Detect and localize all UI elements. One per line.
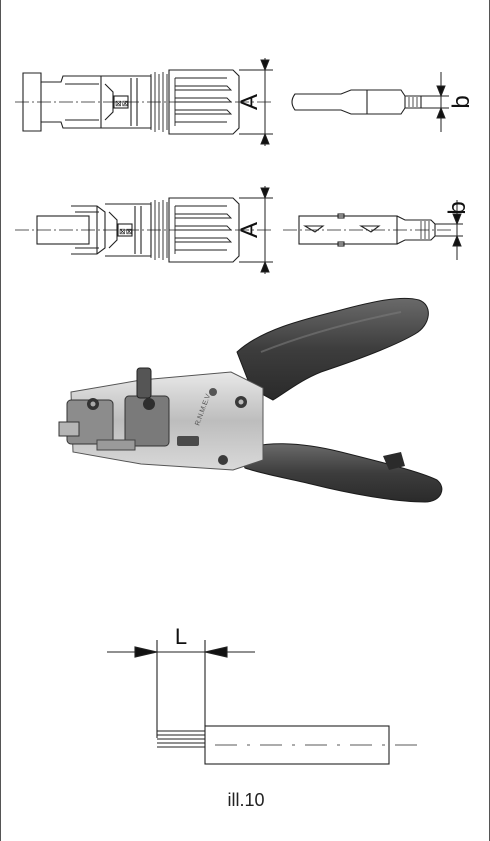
socket-female-drawing (283, 213, 451, 247)
dimension-label-a-1: A (236, 94, 263, 110)
stripping-pliers-illustration: R.N.M.E.V (58, 297, 443, 503)
figure-caption: ill.10 (227, 790, 265, 810)
connector-female-drawing: ⊠⊠ (15, 197, 271, 263)
dimension-label-a-2: A (236, 222, 263, 238)
svg-text:⊠⊠: ⊠⊠ (115, 99, 128, 108)
dimension-label-b-1: b (448, 95, 475, 108)
connector-male-drawing: ⊠⊠ (15, 69, 271, 135)
svg-text:⊠⊠: ⊠⊠ (119, 227, 132, 236)
dimension-b-marker-1 (421, 72, 449, 132)
dimension-b-marker-2 (435, 200, 463, 260)
cable-strip-diagram (107, 640, 427, 765)
pin-male-drawing (291, 89, 422, 115)
dimension-a-marker-1 (239, 58, 273, 146)
dimension-label-b-2: b (444, 201, 471, 214)
dimension-label-l: L (175, 624, 187, 649)
dimension-a-marker-2 (239, 186, 273, 274)
